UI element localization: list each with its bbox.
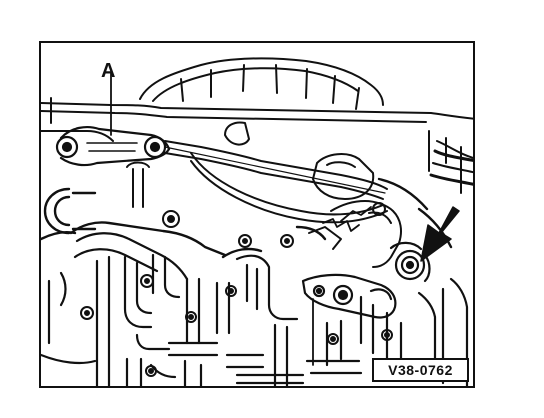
detent-lever (308, 200, 402, 268)
figure-code: V38-0762 (388, 362, 453, 378)
left-gear-segment (43, 187, 97, 235)
callout-label-a: A (101, 60, 116, 82)
figure-code-box: V38-0762 (372, 358, 469, 382)
transmission-housing-dome (139, 57, 384, 110)
spring-housing (224, 121, 375, 200)
pivot-roller (389, 241, 431, 283)
linkage-bar-a (55, 126, 171, 167)
technical-diagram-frame (39, 41, 475, 388)
valve-body-bolts (80, 210, 393, 377)
transmission-valve-body-illustration (41, 57, 473, 386)
standoff-post (126, 161, 150, 208)
selector-plate (301, 273, 397, 366)
upper-casing (41, 97, 473, 194)
selector-rod (164, 140, 388, 224)
lower-casting-outline (41, 177, 453, 259)
indicator-arrow-icon (420, 206, 460, 262)
